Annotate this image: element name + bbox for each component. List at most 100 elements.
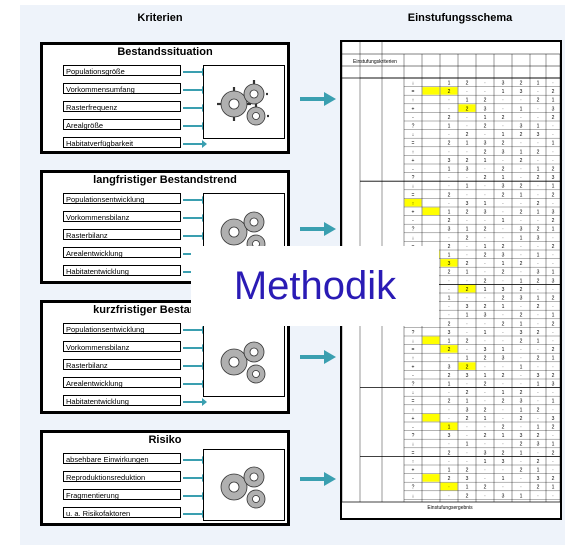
svg-text:·: · [466, 253, 468, 259]
criterion-arrow [183, 232, 207, 240]
svg-text:2: 2 [520, 313, 523, 319]
svg-text:2: 2 [537, 201, 540, 207]
svg-text:2: 2 [520, 339, 523, 345]
criterion-arrow [183, 380, 207, 388]
svg-text:·: · [466, 218, 468, 224]
svg-text:2: 2 [552, 115, 555, 121]
svg-text:1: 1 [466, 184, 469, 190]
svg-text:2: 2 [466, 132, 469, 138]
svg-text:2: 2 [448, 450, 451, 456]
svg-text:2: 2 [552, 296, 555, 302]
svg-text:2: 2 [466, 158, 469, 164]
svg-text:·: · [502, 227, 504, 233]
criterion-box: Rasterbilanz [63, 359, 181, 370]
svg-text:1: 1 [520, 235, 523, 241]
svg-text:2: 2 [484, 227, 487, 233]
svg-text:1: 1 [466, 227, 469, 233]
svg-text:3: 3 [520, 89, 523, 95]
criterion-arrow [183, 492, 207, 500]
svg-text:·: · [537, 364, 539, 370]
svg-text:2: 2 [520, 468, 523, 474]
svg-text:3: 3 [502, 356, 505, 362]
svg-text:2: 2 [537, 175, 540, 181]
svg-text:·: · [520, 356, 522, 362]
svg-text:1: 1 [448, 81, 451, 87]
svg-text:·: · [552, 493, 554, 499]
svg-text:·: · [552, 407, 554, 413]
arrow-right-icon [300, 222, 336, 236]
svg-text:·: · [502, 210, 504, 216]
highlight-cell [440, 345, 458, 353]
criterion-box: Reproduktionsreduktion [63, 471, 181, 482]
svg-text:·: · [502, 124, 504, 130]
svg-text:1: 1 [484, 158, 487, 164]
svg-text:·: · [520, 347, 522, 353]
svg-text:3: 3 [537, 235, 540, 241]
svg-text:2: 2 [448, 347, 451, 353]
svg-text:·: · [520, 218, 522, 224]
gears-icon [203, 323, 285, 397]
svg-text:3: 3 [502, 493, 505, 499]
criterion-box: Populationsentwicklung [63, 323, 181, 334]
svg-text:·: · [520, 270, 522, 276]
svg-text:2: 2 [502, 141, 505, 147]
svg-text:3: 3 [448, 158, 451, 164]
criterion-arrow [183, 456, 207, 464]
svg-text:3: 3 [448, 330, 451, 336]
svg-text:3: 3 [502, 81, 505, 87]
svg-text:·: · [484, 218, 486, 224]
svg-text:1: 1 [520, 493, 523, 499]
svg-text:1: 1 [537, 210, 540, 216]
svg-text:2: 2 [484, 149, 487, 155]
svg-text:·: · [537, 244, 539, 250]
svg-text:1: 1 [537, 81, 540, 87]
svg-text:2: 2 [448, 192, 451, 198]
svg-text:·: · [484, 390, 486, 396]
svg-text:2: 2 [537, 459, 540, 465]
svg-text:2: 2 [537, 278, 540, 284]
svg-text:=: = [412, 192, 415, 198]
svg-text:2: 2 [520, 132, 523, 138]
svg-text:=: = [412, 399, 415, 405]
svg-text:·: · [537, 192, 539, 198]
svg-text:·: · [552, 390, 554, 396]
svg-text:2: 2 [537, 304, 540, 310]
svg-text:·: · [552, 330, 554, 336]
svg-text:1: 1 [466, 356, 469, 362]
svg-text:1: 1 [552, 313, 555, 319]
svg-text:2: 2 [520, 158, 523, 164]
svg-text:+: + [412, 106, 415, 112]
svg-text:1: 1 [552, 184, 555, 190]
highlight-cell [422, 474, 440, 482]
svg-text:·: · [484, 261, 486, 267]
svg-text:3: 3 [552, 278, 555, 284]
svg-text:1: 1 [484, 287, 487, 293]
svg-text:2: 2 [502, 296, 505, 302]
criterion-arrow [183, 474, 207, 482]
svg-text:3: 3 [520, 433, 523, 439]
svg-text:1: 1 [520, 407, 523, 413]
svg-text:↓: ↓ [412, 184, 415, 190]
svg-text:2: 2 [537, 227, 540, 233]
svg-text:·: · [484, 364, 486, 370]
svg-text:·: · [502, 278, 504, 284]
panel-risiko: Risiko absehbare Einwirkungen Reprodukti… [40, 430, 290, 526]
svg-text:2: 2 [552, 218, 555, 224]
svg-text:1: 1 [520, 321, 523, 327]
svg-text:1: 1 [466, 313, 469, 319]
svg-text:·: · [520, 175, 522, 181]
svg-text:1: 1 [448, 468, 451, 474]
svg-text:·: · [466, 321, 468, 327]
svg-text:·: · [466, 330, 468, 336]
svg-text:1: 1 [552, 442, 555, 448]
criterion-box: Habitatentwicklung [63, 265, 181, 276]
svg-text:·: · [502, 382, 504, 388]
svg-text:2: 2 [448, 373, 451, 379]
svg-text:1: 1 [537, 382, 540, 388]
svg-text:1: 1 [466, 442, 469, 448]
svg-text:·: · [466, 450, 468, 456]
svg-text:·: · [484, 270, 486, 276]
svg-text:·: · [552, 253, 554, 259]
criterion-box: Arealentwicklung [63, 377, 181, 388]
svg-text:=: = [412, 450, 415, 456]
